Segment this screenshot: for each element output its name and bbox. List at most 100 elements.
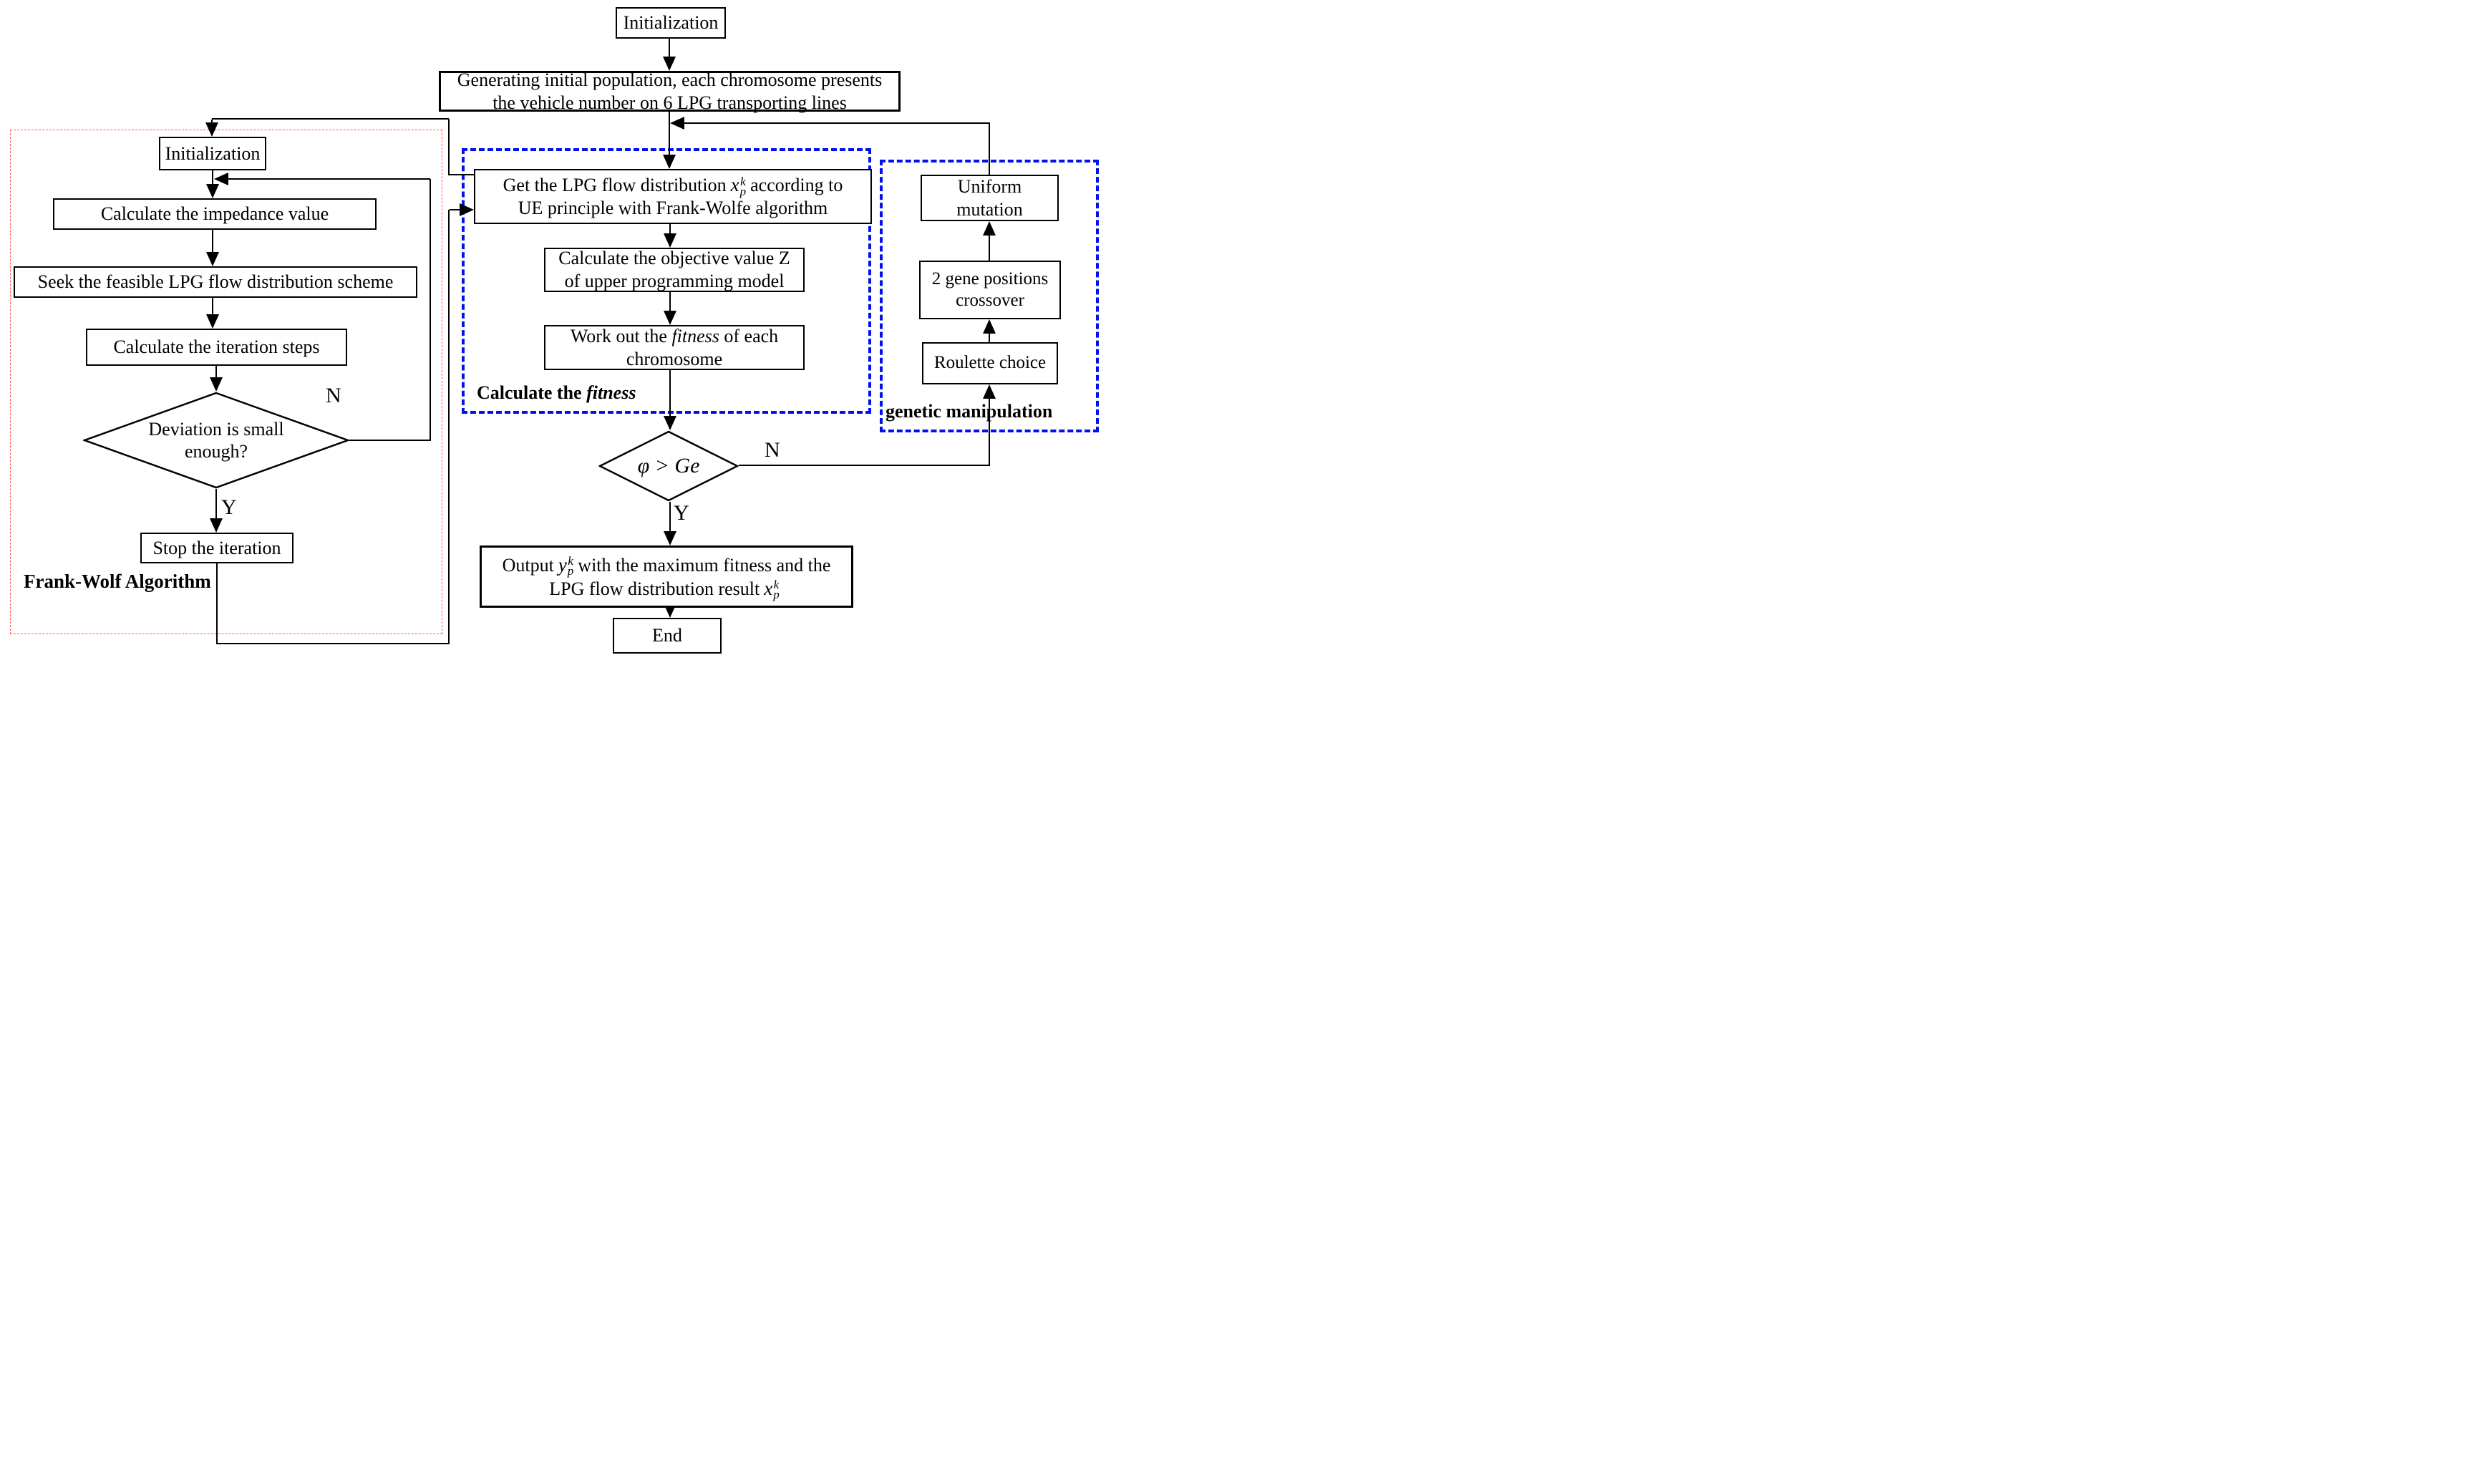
connector-decision-to-output bbox=[669, 502, 671, 531]
calculate-fitness-group-box bbox=[462, 148, 871, 414]
y-superscript: k bbox=[568, 554, 573, 568]
connector-call-vertical bbox=[448, 119, 450, 175]
generation-diamond-text: φ > Ge bbox=[598, 430, 739, 502]
arrowhead-into-iteration bbox=[206, 314, 219, 329]
arrowhead-into-seek bbox=[206, 252, 219, 266]
arrowhead-into-stop bbox=[210, 518, 223, 533]
generating-line1: Generating initial population, each chro… bbox=[457, 69, 883, 90]
arrowhead-into-deviation bbox=[210, 377, 223, 392]
frank-wolf-group-box bbox=[10, 130, 442, 634]
arrowhead-into-fw-init bbox=[205, 122, 218, 137]
x-superscript: k bbox=[740, 174, 746, 188]
connector-seek-to-iteration bbox=[212, 298, 213, 314]
fw-initialization-box: Initialization bbox=[159, 137, 266, 170]
arrowhead-into-roulette bbox=[983, 384, 996, 399]
connector-deviation-to-stop bbox=[215, 489, 217, 518]
x-result-superscript: k bbox=[773, 577, 780, 591]
iteration-steps-box: Calculate the iteration steps bbox=[86, 329, 347, 366]
gene-crossover-line1: 2 gene positions bbox=[931, 268, 1049, 288]
work-out-fitness-box: Work out the fitness of each chromosome bbox=[544, 325, 805, 370]
arrowhead-feedback-junction bbox=[670, 117, 684, 130]
connector-n-loop-vertical bbox=[430, 179, 431, 441]
impedance-label: Calculate the impedance value bbox=[100, 203, 329, 225]
connector-impedance-to-seek bbox=[212, 230, 213, 252]
arrowhead-into-generating bbox=[663, 57, 676, 71]
top-initialization-label: Initialization bbox=[623, 12, 719, 34]
top-initialization-box: Initialization bbox=[616, 7, 726, 39]
connector-decision-n-horizontal bbox=[739, 465, 990, 466]
arrowhead-into-get bbox=[663, 155, 676, 169]
roulette-choice-label: Roulette choice bbox=[933, 353, 1047, 373]
connector-stop-down bbox=[216, 563, 218, 644]
arrowhead-into-decision bbox=[664, 416, 676, 430]
seek-feasible-box: Seek the feasible LPG flow distribution … bbox=[14, 266, 417, 298]
connector-deviation-n-stub bbox=[349, 440, 431, 441]
generation-decision-diamond: φ > Ge bbox=[598, 430, 739, 502]
seek-feasible-label: Seek the feasible LPG flow distribution … bbox=[37, 271, 394, 293]
uniform-mutation-line2: mutation bbox=[956, 198, 1023, 220]
connector-fwinit-to-impedance bbox=[212, 170, 213, 184]
genetic-manipulation-group-title: genetic manipulation bbox=[886, 401, 1053, 422]
stop-iteration-box: Stop the iteration bbox=[140, 533, 293, 563]
arrowhead-return-into-get bbox=[460, 203, 474, 216]
connector-call-stub bbox=[449, 174, 474, 175]
connector-call-horizontal bbox=[212, 118, 449, 120]
fw-branch-y-label: Y bbox=[221, 495, 237, 519]
arrowhead-into-objective bbox=[664, 233, 676, 248]
impedance-box: Calculate the impedance value bbox=[53, 198, 377, 230]
connector-get-to-objective bbox=[669, 224, 671, 233]
gene-crossover-line2: crossover bbox=[956, 291, 1024, 310]
arrowhead-into-impedance bbox=[206, 184, 219, 198]
decision-n-label: N bbox=[765, 438, 780, 462]
phi-condition: φ > Ge bbox=[637, 454, 700, 477]
generation-diamond-shape bbox=[598, 430, 739, 502]
roulette-choice-box: Roulette choice bbox=[922, 342, 1058, 384]
connector-decision-n-vertical bbox=[989, 397, 990, 466]
deviation-diamond-shape bbox=[83, 392, 349, 489]
connector-generating-to-get bbox=[669, 112, 670, 155]
generating-line2: the vehicle number on 6 LPG transporting… bbox=[493, 92, 847, 113]
generating-population-box: Generating initial population, each chro… bbox=[439, 69, 901, 113]
connector-crossover-to-mutation bbox=[989, 234, 990, 261]
arrowhead-n-loop-junction bbox=[214, 173, 228, 185]
uniform-mutation-line1: Uniform bbox=[957, 175, 1022, 197]
connector-return-bottom bbox=[216, 643, 450, 644]
gene-crossover-box: 2 gene positions crossover bbox=[919, 261, 1061, 319]
end-box: End bbox=[613, 618, 722, 654]
connector-return-stub bbox=[450, 209, 461, 210]
objective-line1: Calculate the objective value Z bbox=[558, 248, 790, 269]
arrowhead-into-mutation bbox=[983, 221, 996, 236]
connector-feedback-horizontal bbox=[683, 122, 990, 124]
calculate-fitness-group-title: Calculate the fitness bbox=[477, 382, 636, 403]
end-label: End bbox=[652, 625, 682, 646]
iteration-steps-label: Calculate the iteration steps bbox=[113, 336, 320, 358]
objective-line2: of upper programming model bbox=[564, 271, 785, 291]
fw-initialization-label: Initialization bbox=[165, 142, 261, 164]
objective-value-box: Calculate the objective value Z of upper… bbox=[544, 248, 805, 292]
x-result-subscript: p bbox=[773, 587, 780, 601]
uniform-mutation-box: Uniform mutation bbox=[921, 175, 1059, 221]
connector-mutation-up bbox=[989, 124, 990, 175]
deviation-line1: Deviation is small bbox=[148, 418, 284, 440]
connector-n-loop-horizontal bbox=[228, 178, 430, 180]
get-lpg-flow-line2: UE principle with Frank-Wolfe algorithm bbox=[518, 198, 828, 219]
flowchart-canvas: Initialization Generating initial popula… bbox=[0, 0, 1106, 659]
connector-init-to-generating bbox=[669, 39, 670, 57]
connector-iteration-to-deviation bbox=[215, 366, 217, 377]
work-fitness-line1: Work out the fitness of each bbox=[570, 325, 779, 346]
deviation-line2: enough? bbox=[184, 441, 248, 462]
arrowhead-into-output bbox=[664, 531, 676, 545]
frank-wolf-group-title: Frank-Wolf Algorithm bbox=[24, 571, 211, 592]
arrowhead-into-work bbox=[664, 311, 676, 325]
connector-work-to-decision bbox=[669, 370, 671, 416]
y-subscript: p bbox=[567, 564, 574, 578]
work-fitness-line2: chromosome bbox=[626, 348, 723, 369]
decision-y-label: Y bbox=[674, 501, 689, 525]
